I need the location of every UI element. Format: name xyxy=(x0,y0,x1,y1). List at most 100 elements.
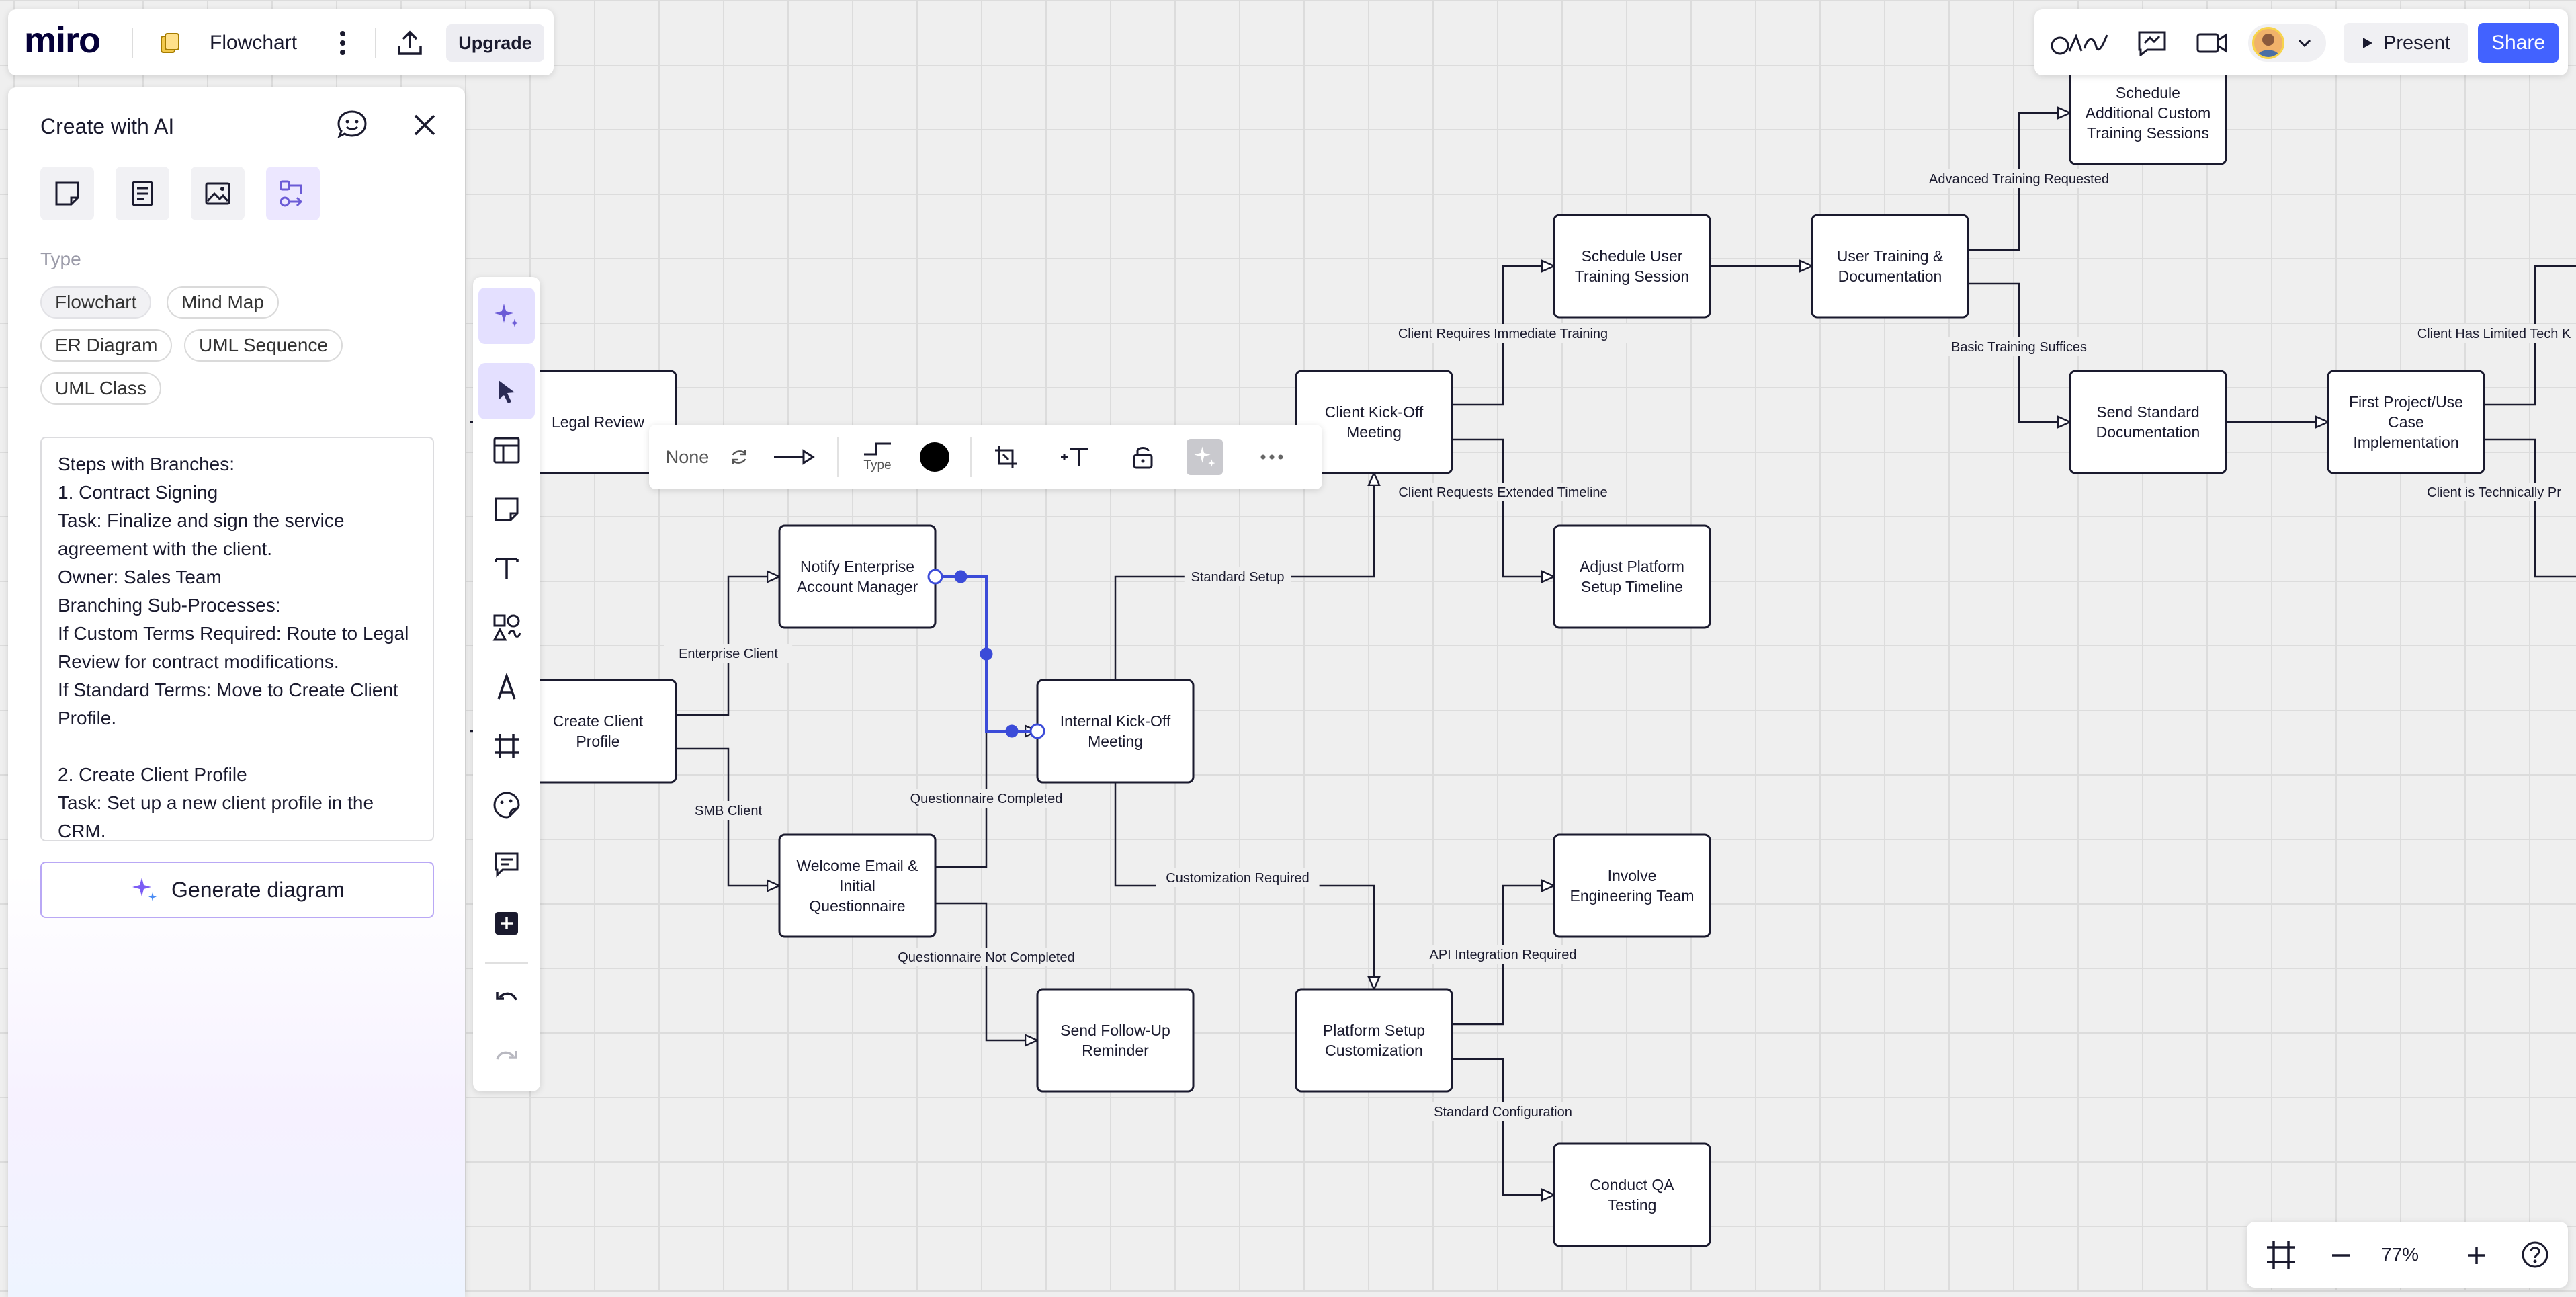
node-box[interactable] xyxy=(779,526,935,628)
connector[interactable] xyxy=(935,903,1037,1040)
edge-label-questionnaire-completed[interactable]: Questionnaire Completed xyxy=(901,789,1072,808)
ai-document-mode-button[interactable] xyxy=(116,167,169,220)
text-tool[interactable] xyxy=(478,540,535,597)
connector-midpoint-handle[interactable] xyxy=(955,571,966,582)
reactions-icon[interactable] xyxy=(2049,28,2108,58)
line-color-button[interactable] xyxy=(911,425,958,489)
edge-label-advanced-training-requested[interactable]: Advanced Training Requested xyxy=(1920,169,2118,188)
miro-logo[interactable]: miro xyxy=(24,22,100,59)
upgrade-button[interactable]: Upgrade xyxy=(446,24,544,62)
prompt-textarea[interactable]: Steps with Branches: 1. Contract Signing… xyxy=(40,437,434,841)
share-button[interactable]: Share xyxy=(2478,23,2559,63)
node-user-training-documentation[interactable]: User Training &Documentation xyxy=(1812,215,1968,317)
node-box[interactable] xyxy=(1554,1144,1710,1246)
close-icon[interactable] xyxy=(413,113,437,137)
node-box[interactable] xyxy=(1812,215,1968,317)
connector-midpoint-handle[interactable] xyxy=(981,648,992,659)
shapes-tool[interactable] xyxy=(478,599,535,656)
type-chip-uml-sequence[interactable]: UML Sequence xyxy=(184,329,343,362)
collaborators-pill[interactable] xyxy=(2248,24,2326,62)
node-box[interactable] xyxy=(1554,835,1710,937)
snap-toggle-button[interactable] xyxy=(982,425,1029,489)
help-icon[interactable] xyxy=(2521,1241,2549,1269)
edge-label-client-has-limited-tech-k[interactable]: Client Has Limited Tech K xyxy=(2402,324,2576,343)
edge-label-standard-setup[interactable]: Standard Setup xyxy=(1185,567,1291,586)
line-end-selector[interactable] xyxy=(767,425,821,489)
upload-icon[interactable] xyxy=(395,28,425,58)
ai-diagram-mode-button[interactable] xyxy=(266,167,320,220)
ai-sticky-note-mode-button[interactable] xyxy=(40,167,94,220)
connector-endpoint-handle[interactable] xyxy=(1031,724,1044,738)
node-box[interactable] xyxy=(2070,371,2226,473)
select-tool[interactable] xyxy=(478,363,535,419)
edge-label-questionnaire-not-completed[interactable]: Questionnaire Not Completed xyxy=(887,948,1086,966)
edge-label-standard-configuration[interactable]: Standard Configuration xyxy=(1421,1102,1584,1121)
lock-button[interactable] xyxy=(1119,425,1166,489)
node-box[interactable] xyxy=(1296,989,1452,1091)
more-options-button[interactable] xyxy=(1248,425,1295,489)
node-box[interactable] xyxy=(1554,215,1710,317)
sticky-note-tool[interactable] xyxy=(478,481,535,538)
zoom-level[interactable]: 77% xyxy=(2381,1242,2419,1267)
ai-image-mode-button[interactable] xyxy=(191,167,245,220)
connector-midpoint-handle[interactable] xyxy=(1006,726,1017,737)
board-menu-icon[interactable] xyxy=(335,30,351,56)
comments-icon[interactable] xyxy=(2137,30,2167,56)
ai-assist-tool[interactable] xyxy=(478,288,535,344)
line-start-selector[interactable]: None xyxy=(664,425,711,489)
edge-label-client-is-technically-pr[interactable]: Client is Technically Pr xyxy=(2405,483,2576,501)
undo-button[interactable] xyxy=(478,972,535,1028)
node-box[interactable] xyxy=(1554,526,1710,628)
type-chip-flowchart[interactable]: Flowchart xyxy=(40,286,151,319)
edge-label-basic-training-suffices[interactable]: Basic Training Suffices xyxy=(1934,337,2104,356)
feedback-icon[interactable] xyxy=(336,109,368,141)
type-chip-er-diagram[interactable]: ER Diagram xyxy=(40,329,172,362)
connector-endpoint-handle[interactable] xyxy=(929,570,942,583)
redo-button[interactable] xyxy=(478,1031,535,1087)
edge-label-customization-required[interactable]: Customization Required xyxy=(1156,868,1319,887)
connector[interactable] xyxy=(1452,440,1554,577)
more-apps-tool[interactable] xyxy=(478,895,535,952)
edge-label-client-requires-immediate-training[interactable]: Client Requires Immediate Training xyxy=(1379,324,1627,343)
ai-action-button[interactable] xyxy=(1180,425,1230,489)
connector[interactable] xyxy=(1452,1059,1554,1195)
edge-label-enterprise-client[interactable]: Enterprise Client xyxy=(664,644,792,663)
type-chip-mind-map[interactable]: Mind Map xyxy=(167,286,279,319)
edge-label-api-integration-required[interactable]: API Integration Required xyxy=(1414,945,1592,964)
edge-label-client-requests-extended-timeline[interactable]: Client Requests Extended Timeline xyxy=(1382,483,1624,501)
node-box[interactable] xyxy=(1037,680,1193,782)
edge-label-smb-client[interactable]: SMB Client xyxy=(689,801,767,820)
swap-ends-button[interactable] xyxy=(723,425,755,489)
zoom-in-icon[interactable] xyxy=(2466,1245,2487,1266)
zoom-out-icon[interactable] xyxy=(2330,1245,2352,1266)
templates-tool[interactable] xyxy=(478,422,535,478)
video-icon[interactable] xyxy=(2196,31,2228,55)
fit-frame-icon[interactable] xyxy=(2266,1239,2296,1270)
node-box[interactable] xyxy=(1037,989,1193,1091)
frame-tool[interactable] xyxy=(478,718,535,774)
pen-tool[interactable] xyxy=(478,659,535,715)
generate-diagram-button[interactable]: Generate diagram xyxy=(40,862,434,918)
stickers-tool[interactable] xyxy=(478,777,535,833)
connector-type-selector[interactable]: Type xyxy=(851,425,904,489)
present-button[interactable]: Present xyxy=(2344,23,2468,63)
comment-tool[interactable] xyxy=(478,836,535,892)
type-chip-uml-class[interactable]: UML Class xyxy=(40,372,161,405)
node-box[interactable] xyxy=(520,680,676,782)
board-name[interactable]: Flowchart xyxy=(210,30,297,56)
connector[interactable] xyxy=(2484,440,2576,577)
add-text-button[interactable] xyxy=(1051,425,1098,489)
